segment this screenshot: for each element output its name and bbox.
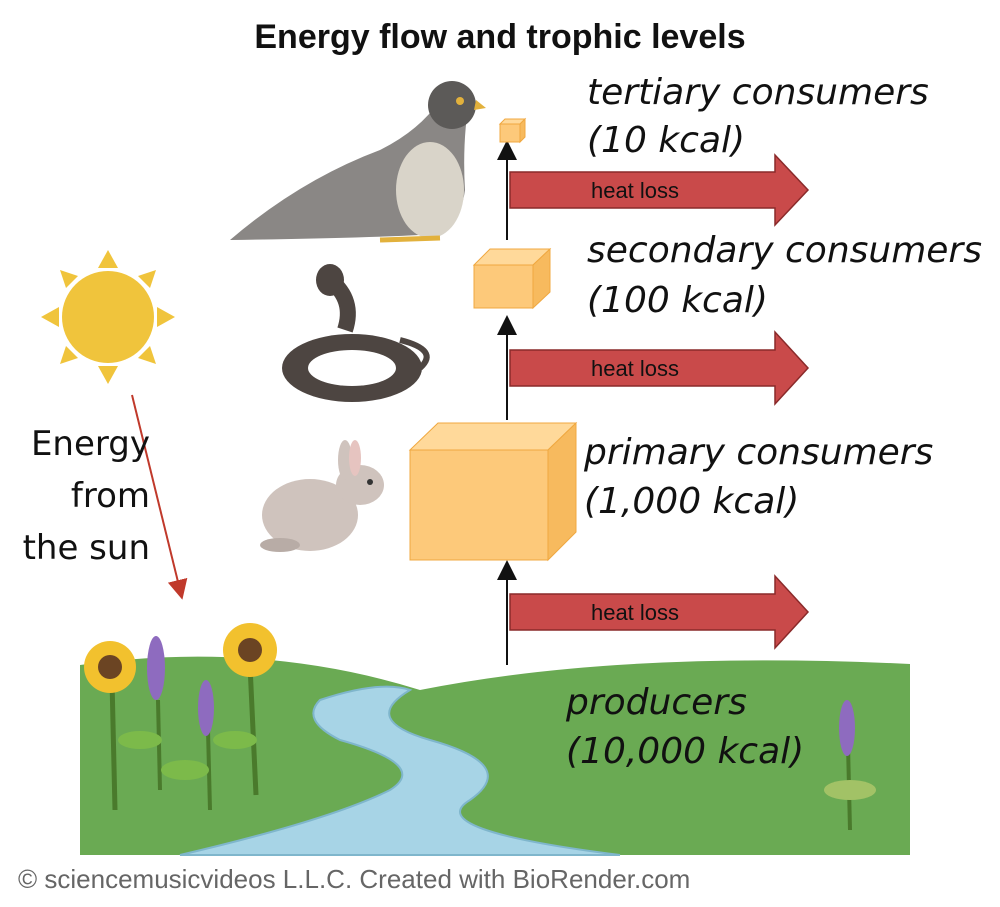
level-kcal-producers: (10,000 kcal)	[566, 731, 805, 772]
heat-loss-arrow-primary	[509, 574, 810, 650]
cobra-icon	[282, 264, 430, 402]
heat-loss-arrow-secondary	[509, 330, 810, 406]
plants-icon	[84, 623, 876, 831]
level-name-secondary: secondary consumers	[587, 230, 982, 271]
sun-icon	[41, 250, 175, 384]
level-kcal-tertiary: (10 kcal)	[587, 120, 746, 161]
level-kcal-primary: (1,000 kcal)	[584, 481, 800, 522]
heat-loss-label-tertiary: heat loss	[590, 178, 680, 203]
energy-box-secondary	[472, 247, 552, 310]
sun-energy-label-line-2: from	[70, 476, 150, 516]
heat-loss-arrow-tertiary	[509, 153, 810, 227]
sun-energy-label-line-1: Energy	[30, 424, 150, 464]
energy-box-primary	[408, 421, 578, 562]
grass-field	[80, 656, 910, 855]
falcon-icon	[230, 81, 486, 243]
sun-energy-label: Energy from the sun	[0, 418, 150, 574]
energy-box-tertiary	[498, 117, 527, 144]
diagram-title: Energy flow and trophic levels	[254, 18, 746, 56]
heat-loss-label-primary: heat loss	[590, 600, 680, 625]
level-name-tertiary: tertiary consumers	[587, 72, 929, 113]
sun-energy-arrow	[131, 394, 188, 600]
heat-loss-label-secondary: heat loss	[590, 356, 680, 381]
level-kcal-secondary: (100 kcal)	[587, 280, 768, 321]
level-name-producers: producers	[566, 682, 747, 723]
landscape	[80, 656, 910, 856]
river	[179, 685, 621, 856]
level-name-primary: primary consumers	[584, 432, 934, 473]
sun-energy-label-line-3: the sun	[22, 528, 150, 568]
copyright-footer: © sciencemusicvideos L.L.C. Created with…	[18, 864, 691, 894]
rabbit-icon	[260, 440, 384, 552]
